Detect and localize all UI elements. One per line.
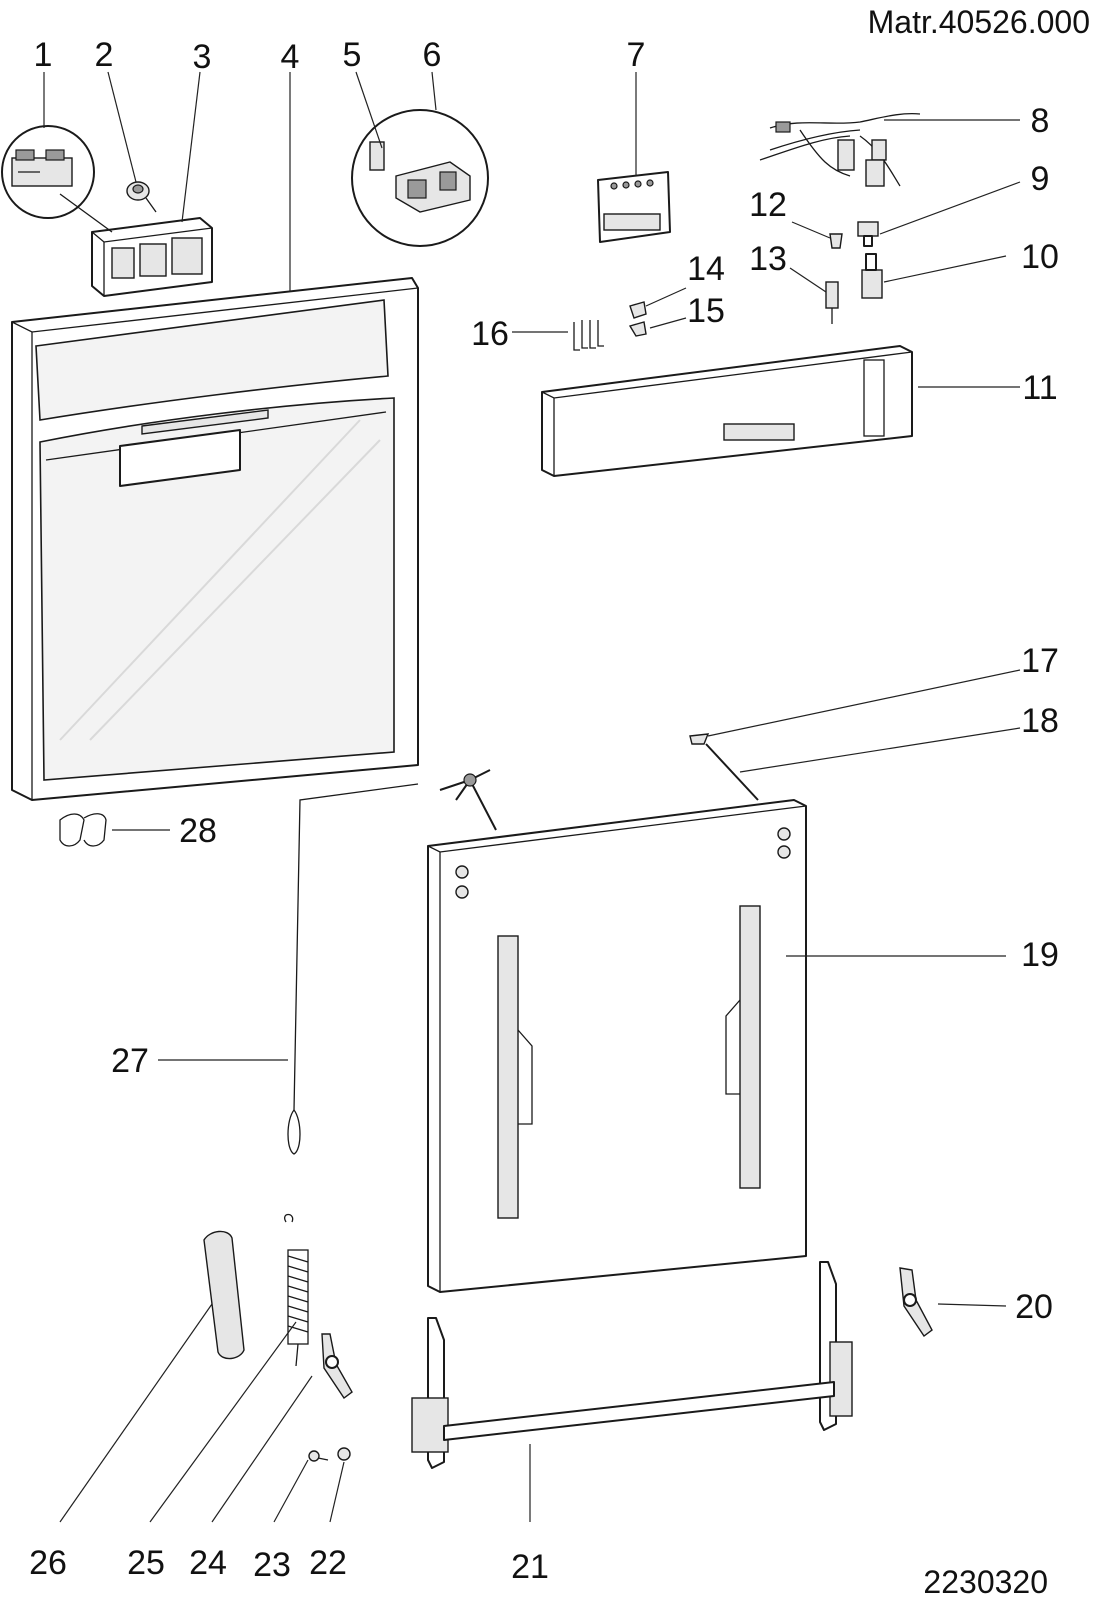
part-21-base-frame [411, 1261, 853, 1469]
label-15: 15 [687, 292, 725, 330]
label-16: 16 [471, 315, 509, 353]
label-14: 14 [687, 250, 725, 288]
label-4: 4 [281, 38, 300, 76]
part-16-hooks [573, 320, 604, 351]
label-27: 27 [111, 1042, 149, 1080]
part-27-cable [287, 769, 497, 1155]
part-6-detail-circle [351, 109, 489, 247]
part-17-cap [689, 733, 710, 745]
part-4-inner-door [11, 277, 419, 801]
label-13: 13 [749, 240, 787, 278]
label-28: 28 [179, 812, 217, 850]
label-2: 2 [95, 36, 114, 74]
label-1: 1 [34, 36, 53, 74]
part-19-outer-door [427, 799, 807, 1293]
part-9-connector [857, 221, 879, 247]
label-26: 26 [29, 1544, 67, 1582]
leader-lines [43, 71, 1021, 1523]
label-18: 18 [1021, 702, 1059, 740]
part-20-hinge [899, 1267, 933, 1338]
label-17: 17 [1021, 642, 1059, 680]
part-25-spring [284, 1213, 309, 1367]
material-code: Matr.40526.000 [868, 4, 1090, 40]
drawing-number: 2230320 [923, 1564, 1048, 1600]
label-7: 7 [627, 36, 646, 74]
label-19: 19 [1021, 936, 1059, 974]
part-15-clip [628, 321, 647, 337]
label-21: 21 [511, 1548, 549, 1586]
part-12-cap [829, 233, 843, 249]
part-28-clip [59, 813, 107, 847]
part-2-knob [126, 181, 157, 213]
label-24: 24 [189, 1544, 227, 1582]
part-18-rod [705, 743, 759, 801]
label-23: 23 [253, 1546, 291, 1584]
label-12: 12 [749, 186, 787, 224]
part-13-sensor [825, 281, 839, 324]
label-22: 22 [309, 1544, 347, 1582]
label-11: 11 [1022, 369, 1057, 407]
part-11-control-panel [541, 345, 913, 477]
label-9: 9 [1031, 160, 1050, 198]
part-23-screw [308, 1450, 329, 1462]
part-7-electronic-board [597, 171, 671, 243]
label-8: 8 [1031, 102, 1050, 140]
part-26-handle-trim [203, 1230, 245, 1360]
label-3: 3 [193, 38, 212, 76]
label-5: 5 [343, 36, 362, 74]
part-3-control-module [59, 193, 213, 297]
label-25: 25 [127, 1544, 165, 1582]
label-10: 10 [1021, 238, 1059, 276]
label-6: 6 [423, 36, 442, 74]
label-20: 20 [1015, 1288, 1053, 1326]
part-22-nut [337, 1447, 351, 1461]
part-10-switch [861, 253, 883, 299]
part-1-detail-circle [1, 125, 95, 219]
part-14-button [629, 301, 647, 319]
part-8-wiring-harness [759, 112, 921, 187]
part-24-hinge [321, 1333, 353, 1400]
callout-labels: 1 2 3 4 5 6 7 8 9 10 11 12 13 14 15 16 1… [29, 36, 1059, 1586]
